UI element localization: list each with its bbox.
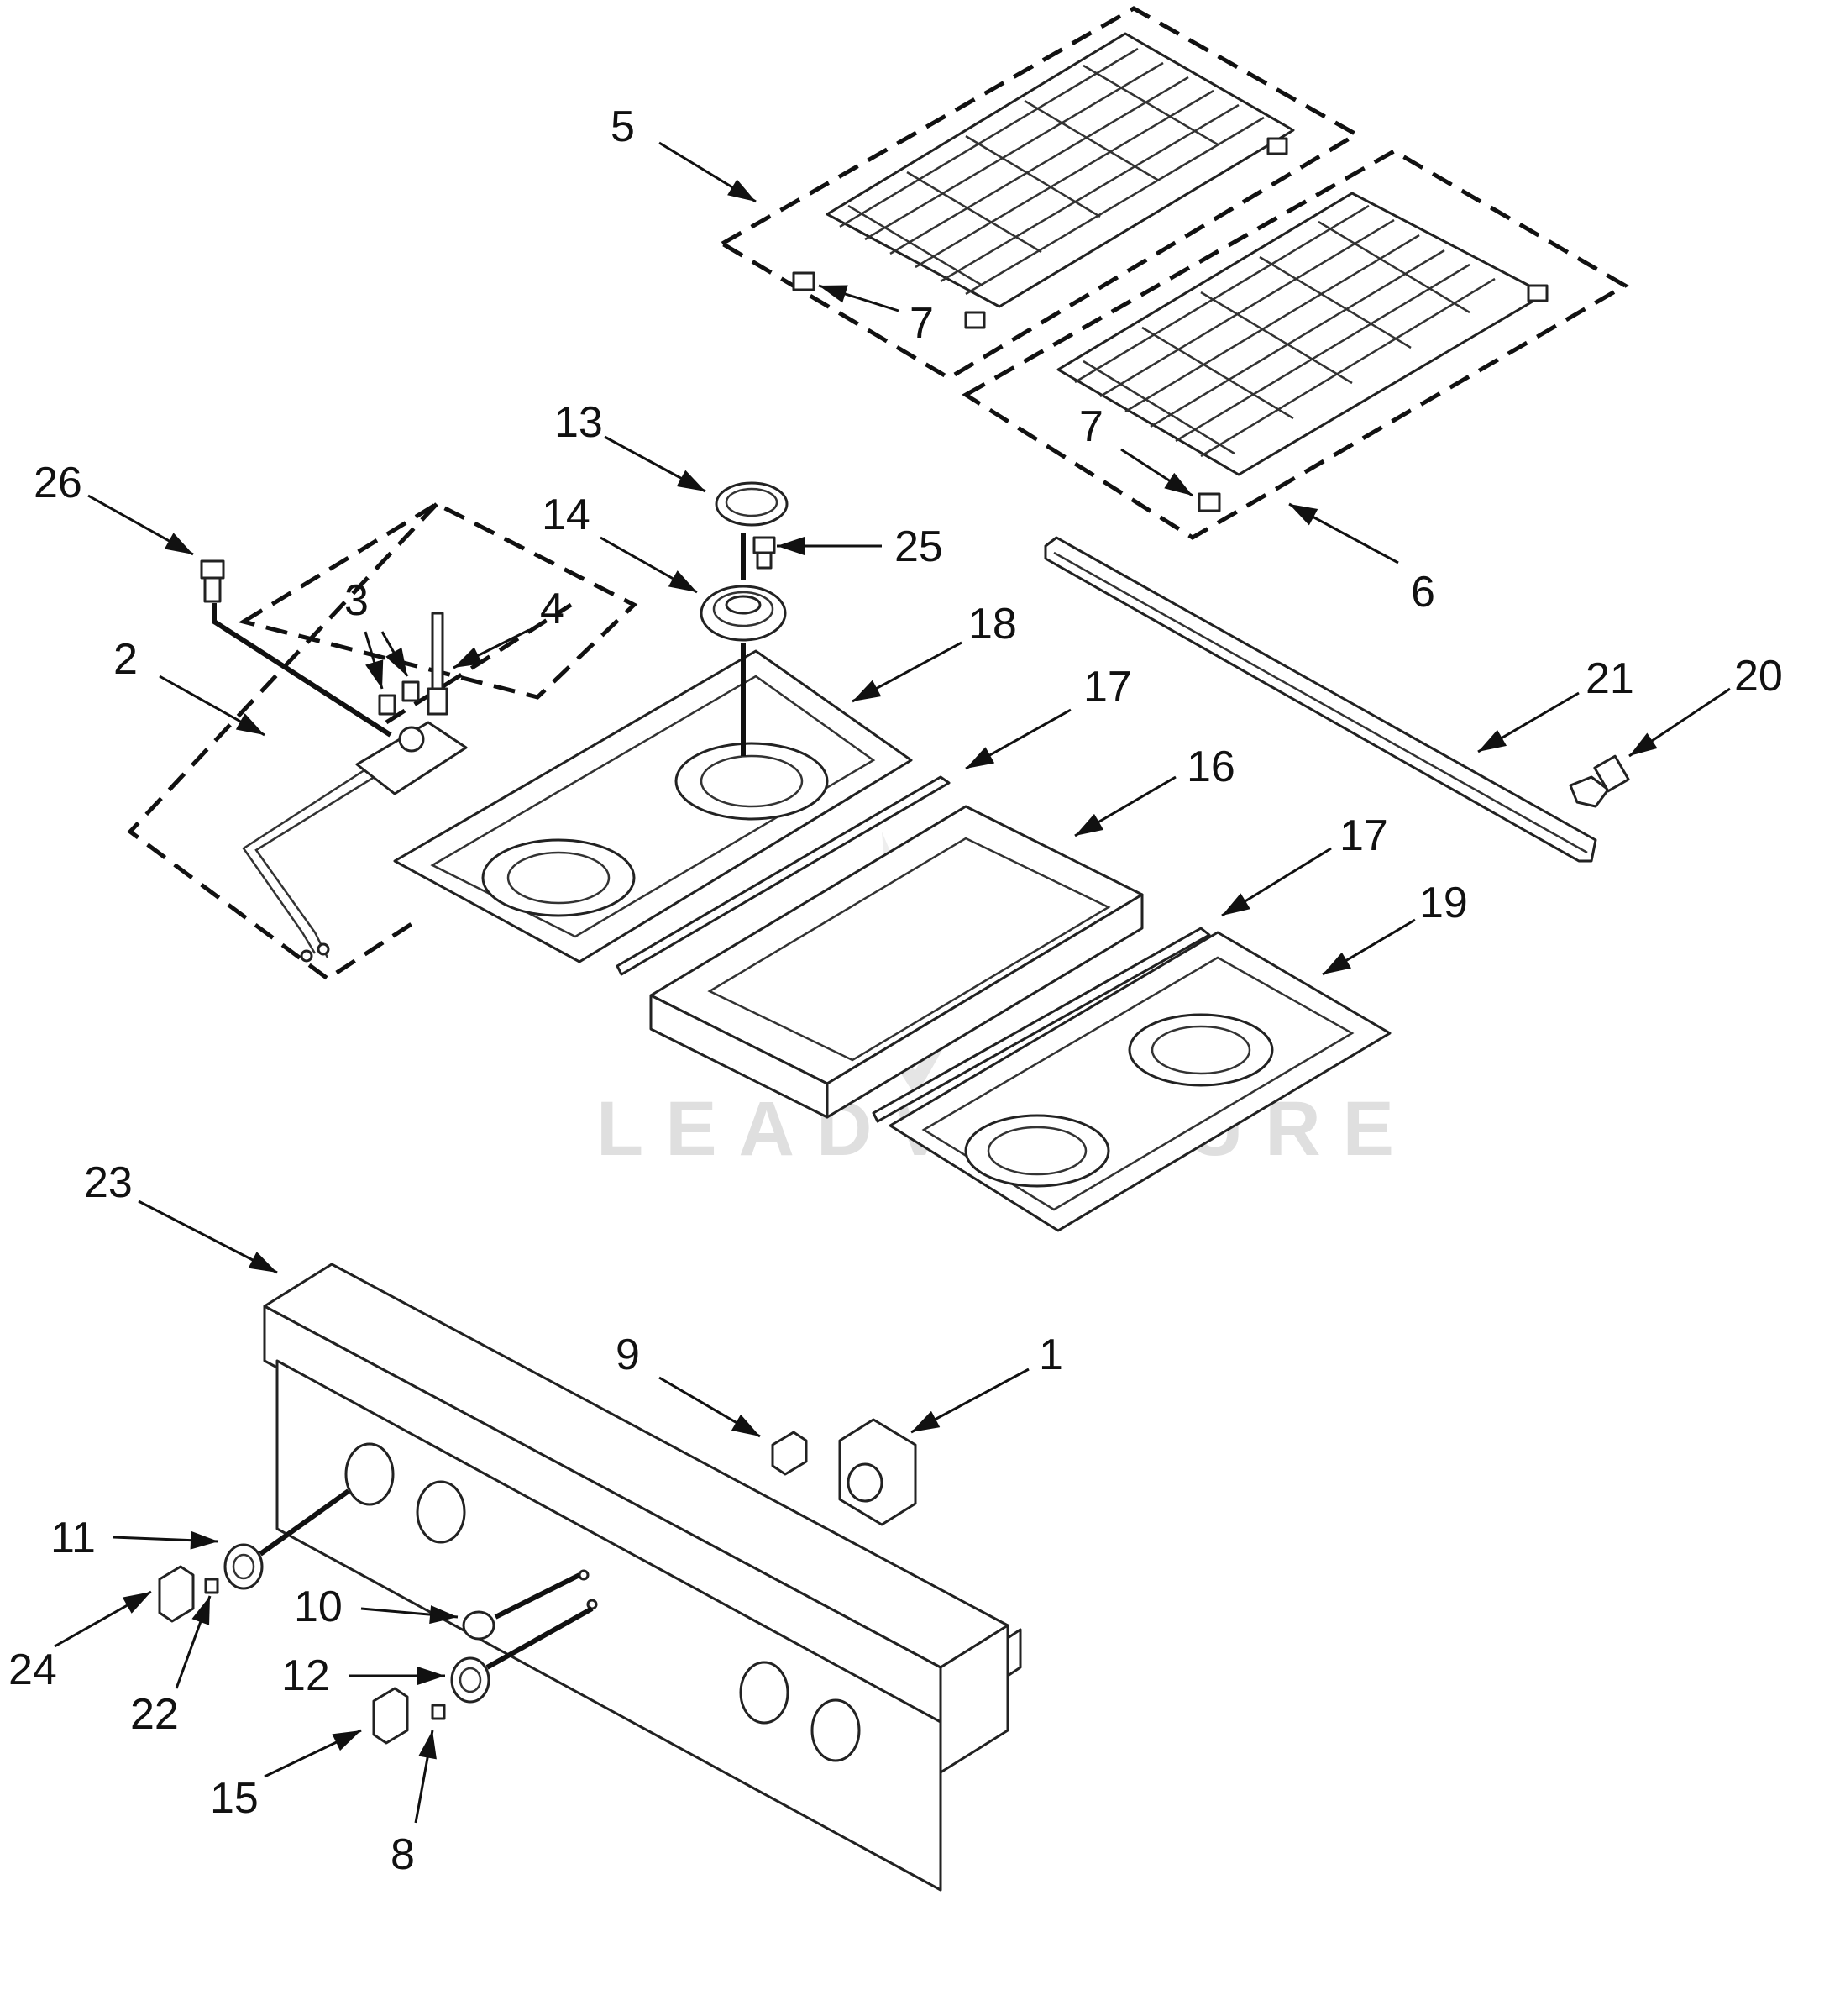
callout-11: 11	[50, 1514, 96, 1562]
callout-7a: 7	[910, 299, 934, 348]
grate-5	[718, 6, 1360, 381]
callout-5: 5	[611, 102, 635, 151]
callout-17b: 17	[1339, 811, 1388, 860]
knob-24	[158, 1565, 195, 1623]
callout-21: 21	[1586, 654, 1634, 703]
callout-10: 10	[294, 1583, 343, 1631]
screw-8	[431, 1704, 446, 1720]
callout-23: 23	[84, 1158, 133, 1207]
callout-7b: 7	[1079, 402, 1103, 451]
control-panel-23	[263, 1263, 1022, 1892]
callout-8: 8	[391, 1830, 415, 1879]
burner-14	[700, 585, 787, 642]
callout-6: 6	[1411, 568, 1435, 617]
bezel-11	[223, 1543, 264, 1590]
electrode-4	[427, 612, 448, 716]
burner-pan-19	[889, 931, 1392, 1232]
button-10	[462, 1610, 495, 1641]
knob-15	[372, 1687, 409, 1745]
bezel-12	[450, 1656, 490, 1704]
trim-strip-17a	[616, 775, 951, 976]
callout-22: 22	[130, 1690, 179, 1739]
griddle-tray-16	[649, 805, 1144, 1119]
callout-18: 18	[968, 600, 1017, 648]
callout-2: 2	[113, 635, 138, 684]
callout-1: 1	[1039, 1331, 1063, 1379]
callout-14: 14	[542, 491, 590, 539]
callout-20: 20	[1734, 652, 1783, 701]
callout-9: 9	[616, 1331, 640, 1379]
callout-16: 16	[1187, 743, 1235, 791]
callout-3: 3	[344, 576, 369, 625]
callout-26: 26	[34, 459, 82, 507]
burner-cap-13	[715, 481, 789, 527]
screw-26	[200, 559, 225, 603]
callout-13: 13	[554, 398, 603, 447]
callouts: 5 7 7 6 13 14 25 26 3 4 2 18 17 16 17 19	[8, 102, 1783, 1879]
screw-20	[1569, 754, 1630, 808]
screws-3	[378, 680, 420, 716]
burner-pan-18	[393, 649, 913, 963]
callout-19: 19	[1419, 879, 1468, 927]
callout-24: 24	[8, 1646, 57, 1694]
control-module-1	[838, 1418, 917, 1526]
callout-25: 25	[894, 522, 943, 571]
switch-9	[771, 1431, 808, 1476]
screw-22	[204, 1578, 219, 1594]
callout-15: 15	[210, 1774, 259, 1823]
screw-25	[752, 536, 776, 570]
rail-21	[1044, 536, 1597, 863]
callout-12: 12	[281, 1651, 330, 1700]
callout-4: 4	[540, 585, 564, 633]
grate-6	[962, 149, 1629, 540]
trim-strip-17b	[872, 927, 1211, 1123]
callout-17a: 17	[1083, 663, 1132, 711]
